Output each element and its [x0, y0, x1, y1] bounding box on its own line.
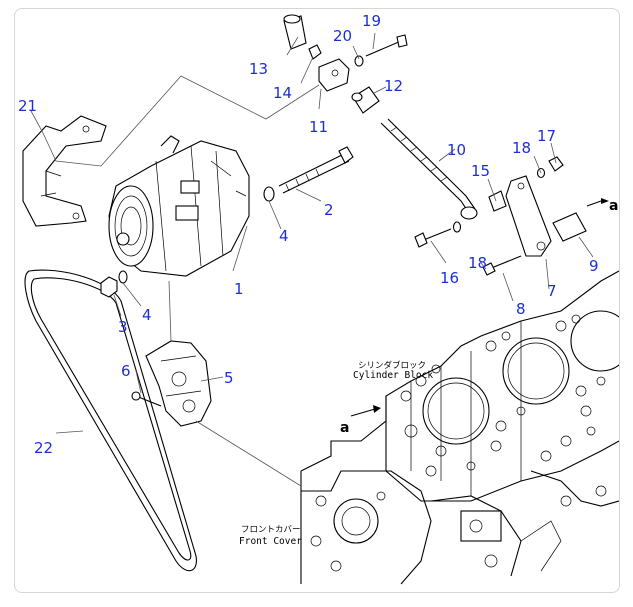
part-label-5: 5: [224, 369, 234, 387]
part-label-4-top: 4: [279, 227, 289, 245]
part-label-15: 15: [471, 162, 490, 180]
part-label-11: 11: [309, 118, 328, 136]
ref-a-left: a: [340, 420, 349, 436]
ref-arrow-left: [350, 408, 376, 417]
nut-17-drawing: [548, 156, 564, 172]
cylinder-block-label-en: Cylinder Block: [353, 370, 433, 381]
part-label-17: 17: [537, 127, 556, 145]
ref-arrow-right: [586, 200, 602, 207]
part-label-2: 2: [324, 201, 334, 219]
plate-7-drawing: [505, 175, 552, 257]
part-label-16: 16: [440, 269, 459, 287]
part-label-18-top: 18: [512, 139, 531, 157]
part-label-1: 1: [234, 280, 244, 298]
bolt-8-drawing: [488, 255, 522, 270]
part-label-19: 19: [362, 12, 381, 30]
bolt-19-drawing: [365, 40, 402, 57]
front-cover-label-jp: フロントカバー: [241, 525, 301, 535]
part-label-7: 7: [547, 282, 557, 300]
ref-a-right: a: [609, 198, 618, 214]
part-label-3: 3: [118, 318, 128, 336]
parts-diagram: シリンダブロック Cylinder Block フロントカバー Front Co…: [18, 12, 619, 585]
nut-3-drawing: [100, 276, 118, 298]
cylinder-block-label-jp: シリンダブロック: [358, 360, 426, 371]
part-label-21: 21: [18, 97, 37, 115]
spacer-12-drawing: [351, 86, 380, 114]
part-label-13: 13: [249, 60, 268, 78]
washer-20-drawing: [354, 55, 364, 67]
bolt-16-drawing: [420, 228, 452, 242]
collar-13-drawing: [283, 14, 307, 50]
bolt-2-drawing: [278, 146, 354, 194]
diagram-frame: シリンダブロック Cylinder Block フロントカバー Front Co…: [14, 8, 620, 593]
part-label-20: 20: [333, 27, 352, 45]
front-cover-label-en: Front Cover: [239, 536, 302, 547]
v-belt-drawing: [24, 269, 197, 572]
part-label-10: 10: [447, 141, 466, 159]
part-label-22: 22: [34, 439, 53, 457]
cylinder-block-drawing: [300, 270, 619, 585]
part-label-18-bottom: 18: [468, 254, 487, 272]
part-label-8: 8: [516, 300, 526, 318]
part-label-9: 9: [589, 257, 599, 275]
sleeve-9-drawing: [552, 212, 587, 242]
block-11-drawing: [318, 58, 350, 92]
leader-lines: [30, 32, 594, 487]
part-label-4-bottom: 4: [142, 306, 152, 324]
adjust-bar-10-drawing: [380, 118, 478, 220]
washer-4-drawing: [263, 186, 275, 202]
collar-15-drawing: [488, 190, 507, 212]
part-label-12: 12: [384, 77, 403, 95]
alternator-drawing: [108, 135, 250, 277]
washer-18-drawing: [452, 221, 462, 233]
part-label-14: 14: [273, 84, 292, 102]
bracket-5-drawing: [145, 340, 212, 427]
part-label-6: 6: [121, 362, 131, 380]
bracket-21-drawing: [22, 115, 107, 227]
nut-14-drawing: [308, 44, 322, 60]
washer-4b-drawing: [118, 270, 128, 284]
